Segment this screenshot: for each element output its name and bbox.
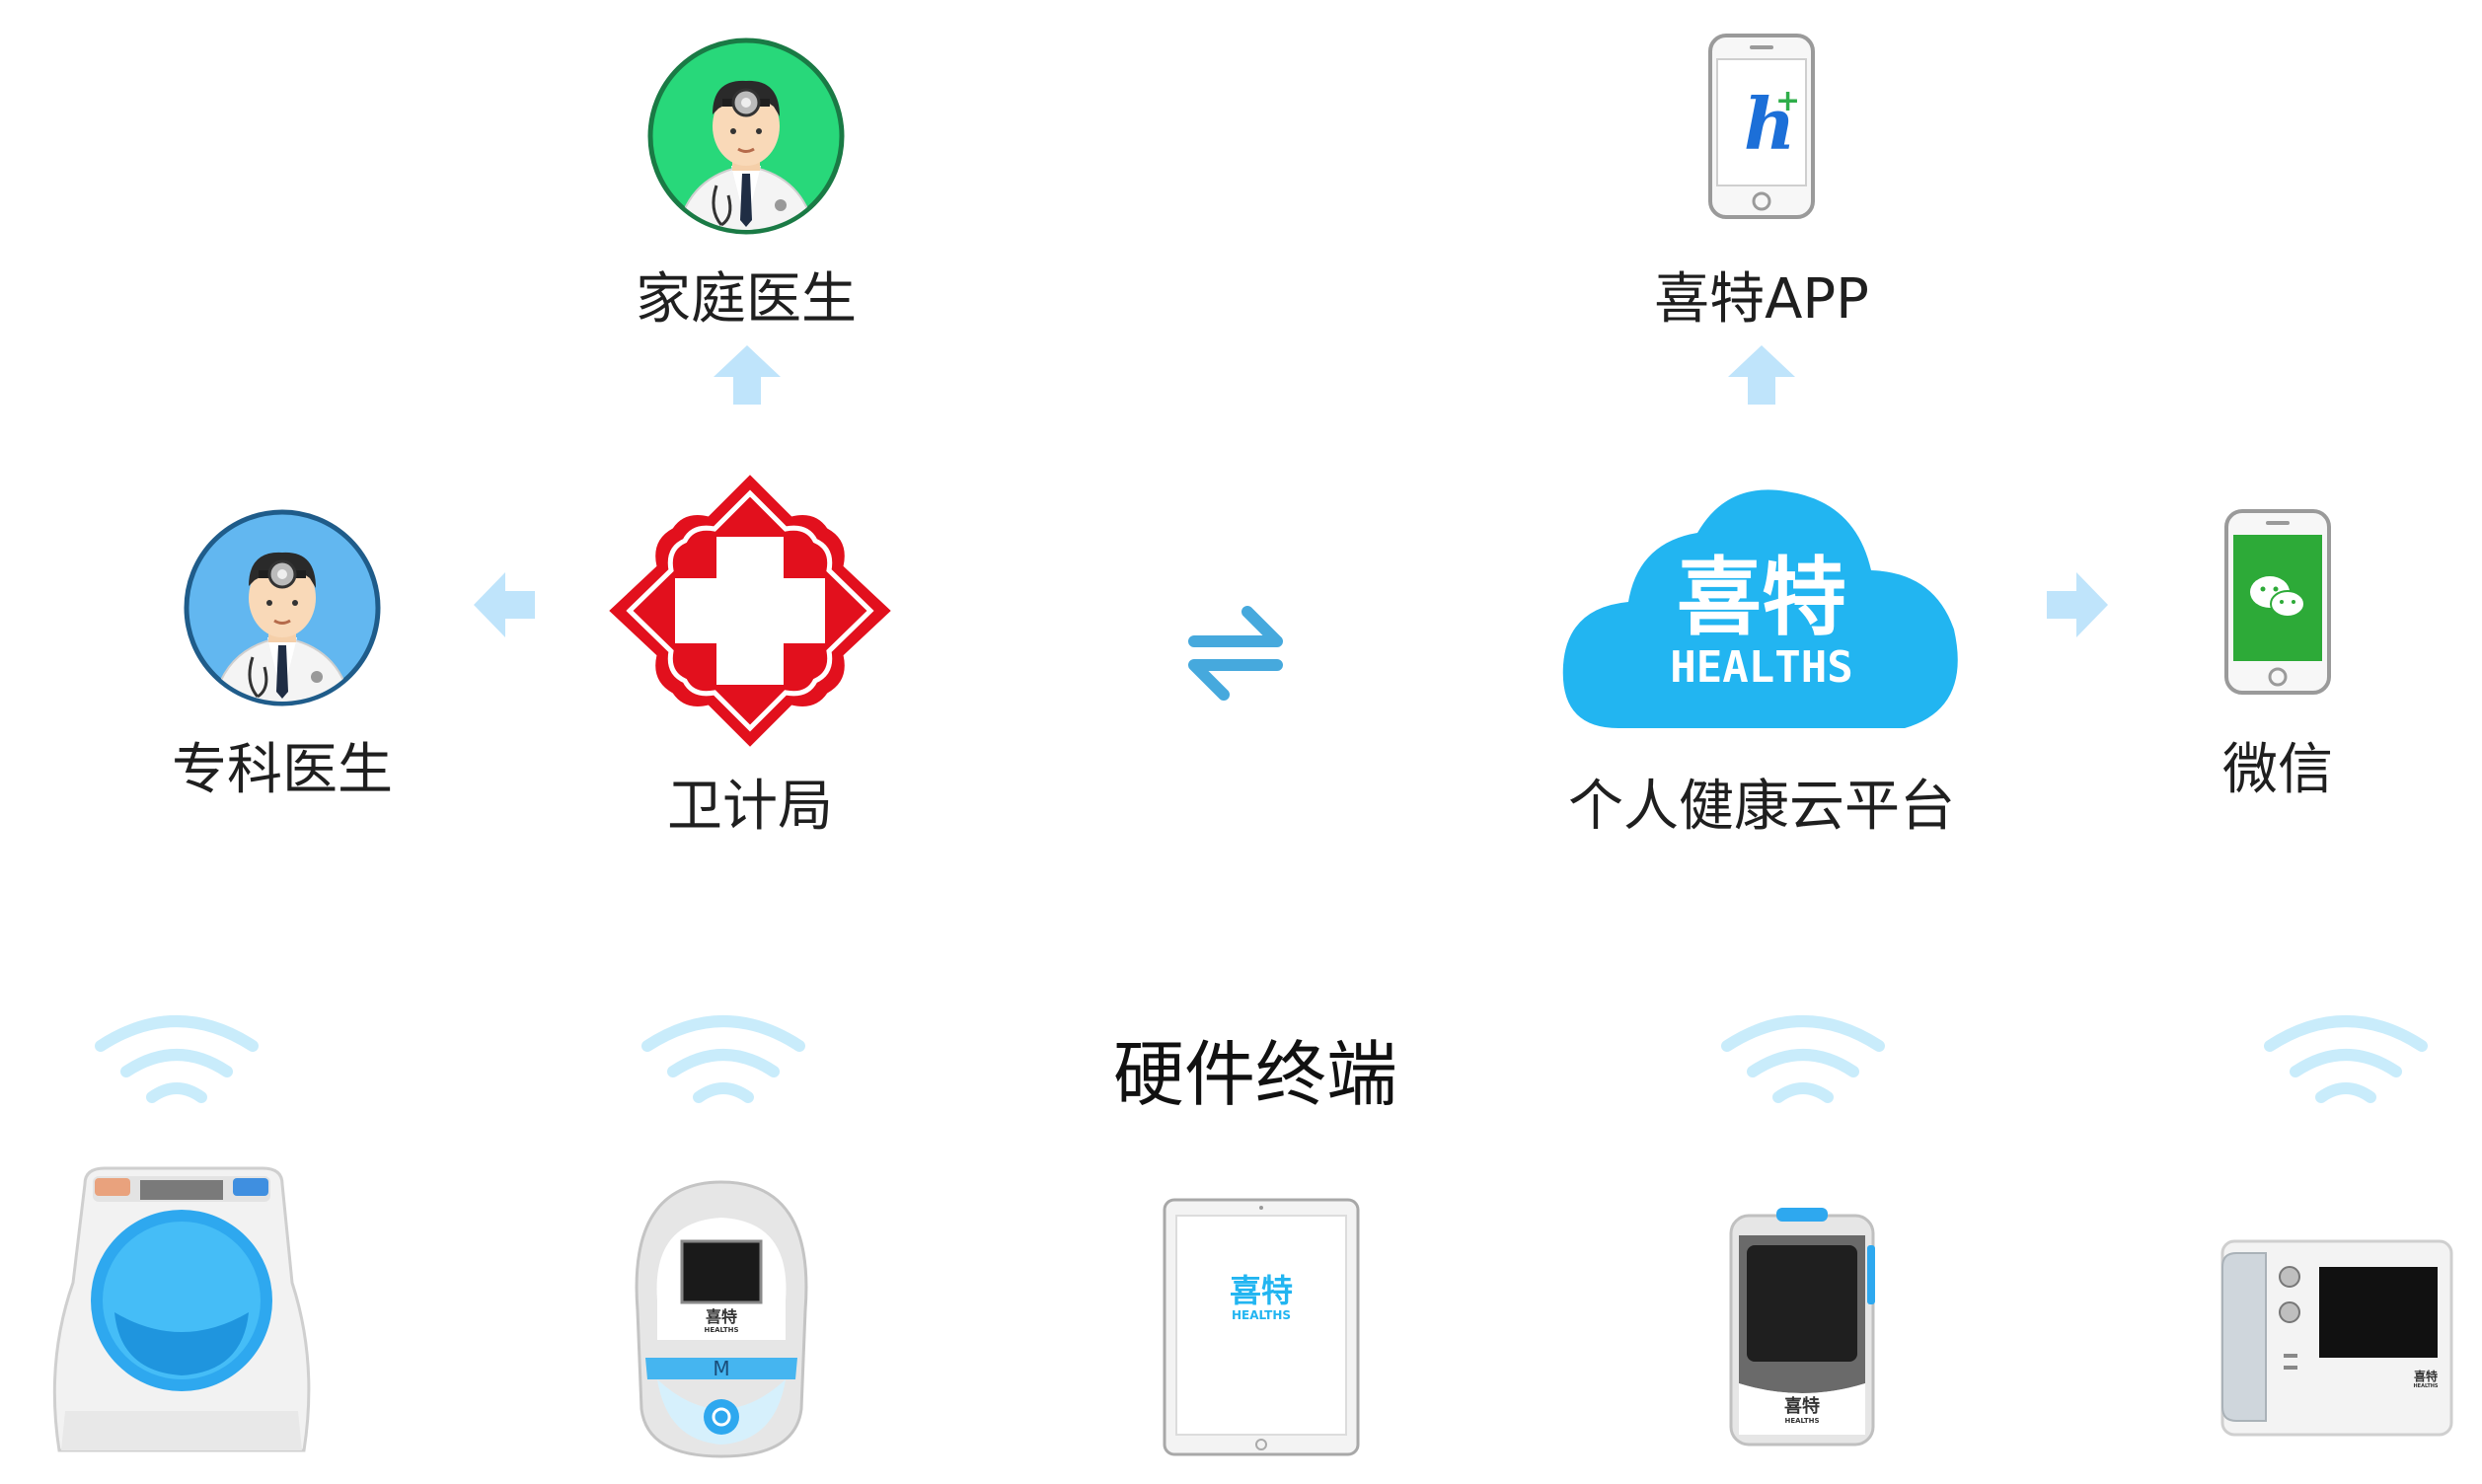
cloud-logo-en: HEALTHS — [1670, 642, 1853, 693]
phone-icon — [2224, 509, 2331, 695]
cloud-platform-label: 个人健康云平台 — [1568, 775, 1955, 839]
arrow-up-icon — [714, 345, 781, 405]
handheld-brand-en: HEALTHS — [1784, 1417, 1820, 1425]
wifi-icon — [639, 1015, 807, 1105]
cloud-logo-cn: 喜特 — [1677, 549, 1846, 647]
specialist-doctor-avatar — [184, 509, 381, 706]
handheld-brand-cn: 喜特 — [1784, 1396, 1820, 1417]
specialist-doctor-label: 专科医生 — [172, 738, 393, 802]
app-logo: h — [1744, 82, 1796, 166]
plus-icon: + — [1775, 84, 1801, 118]
wifi-icon — [93, 1015, 261, 1105]
red-cross-icon — [609, 475, 891, 747]
app-phone: h + — [1708, 34, 1815, 219]
health-bureau-label: 卫计局 — [667, 775, 833, 839]
wrist-brand-en: HEALTHS — [2413, 1383, 2439, 1389]
arrow-left-icon — [474, 572, 535, 637]
device-glucose-meter: 喜特 HEALTHS M — [628, 1180, 815, 1458]
device-tablet: 喜特 HEALTHS — [1163, 1198, 1360, 1458]
arrow-right-icon — [2047, 572, 2108, 637]
tablet-brand-cn: 喜特 — [1229, 1272, 1293, 1309]
wechat-icon — [2250, 576, 2305, 618]
phone-icon — [1708, 34, 1815, 219]
device-wrist-bp-monitor: 喜特 HEALTHS — [2219, 1237, 2455, 1439]
family-doctor-label: 家庭医生 — [636, 267, 857, 332]
health-bureau-emblem — [606, 472, 894, 750]
wifi-icon — [1719, 1015, 1887, 1105]
wrist-brand-cn: 喜特 — [2413, 1370, 2438, 1383]
meter-m-button: M — [713, 1357, 730, 1380]
wechat-label: 微信 — [2222, 738, 2333, 802]
device-handheld-monitor: 喜特 HEALTHS — [1729, 1206, 1875, 1447]
meter-brand-cn: 喜特 — [705, 1307, 737, 1326]
cloud-icon — [1562, 489, 1958, 728]
doctor-icon — [184, 509, 381, 706]
cloud-platform: 喜特 HEALTHS — [1559, 482, 1964, 734]
wechat-phone — [2224, 509, 2331, 695]
meter-brand-en: HEALTHS — [704, 1326, 739, 1334]
app-label: 喜特APP — [1654, 267, 1869, 332]
doctor-icon — [647, 37, 845, 235]
family-doctor-avatar — [647, 37, 845, 235]
hardware-title: 硬件终端 — [1112, 1033, 1398, 1116]
tablet-brand-en: HEALTHS — [1231, 1308, 1292, 1322]
arrow-up-icon — [1728, 345, 1795, 405]
device-arm-bp-monitor — [45, 1164, 318, 1458]
wifi-icon — [2262, 1015, 2430, 1105]
exchange-icon — [1188, 604, 1283, 703]
